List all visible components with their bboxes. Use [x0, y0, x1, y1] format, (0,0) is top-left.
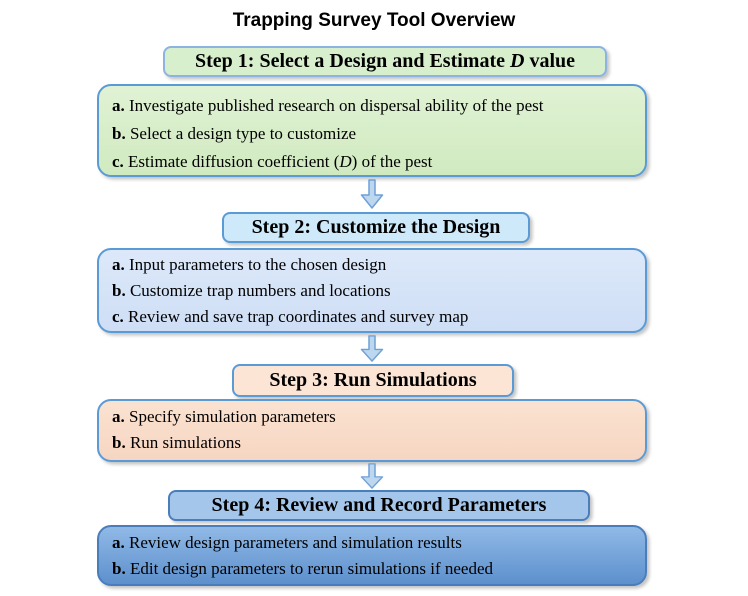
arrow-shape	[360, 335, 384, 362]
header-text-segment: Step 3: Run Simulations	[269, 369, 477, 391]
step4-body: a. Review design parameters and simulati…	[97, 525, 647, 586]
item-label: a.	[112, 255, 125, 274]
header-text-segment: Step 4: Review and Record Parameters	[211, 494, 547, 516]
item-text: Review and save trap coordinates and sur…	[123, 307, 469, 326]
step4-header-text: Step 4: Review and Record Parameters	[212, 494, 547, 517]
item-text: Investigate published research on disper…	[124, 96, 544, 115]
item-text: ) of the pest	[351, 152, 433, 171]
step3-body: a. Specify simulation parameters b. Run …	[97, 399, 647, 462]
header-text-segment: Step 1: Select a Design and Estimate	[195, 50, 510, 72]
item-text: Estimate diffusion coefficient (	[123, 152, 340, 171]
item-label: a.	[112, 96, 125, 115]
step1-header-text: Step 1: Select a Design and Estimate D v…	[195, 50, 575, 73]
item-label: c.	[112, 152, 124, 171]
arrow-shape	[360, 463, 384, 489]
item-label: a.	[112, 533, 125, 552]
step3-header-text: Step 3: Run Simulations	[269, 369, 476, 392]
item-text: Review design parameters and simulation …	[124, 533, 462, 552]
step1-header: Step 1: Select a Design and Estimate D v…	[163, 46, 607, 77]
step1-item-b: b. Select a design type to customize	[112, 120, 645, 148]
item-text: Edit design parameters to rerun simulati…	[125, 559, 494, 578]
item-label: b.	[112, 281, 126, 300]
item-text: Specify simulation parameters	[124, 407, 336, 426]
flow-arrow-icon	[360, 179, 384, 209]
header-text-italic-segment: D	[509, 50, 525, 72]
item-text: Run simulations	[125, 433, 241, 452]
item-text: Customize trap numbers and locations	[125, 281, 391, 300]
item-label: b.	[112, 559, 126, 578]
flow-arrow-icon	[360, 335, 384, 362]
item-text: Select a design type to customize	[125, 124, 357, 143]
flow-arrow-icon	[360, 463, 384, 489]
step4-item-b: b. Edit design parameters to rerun simul…	[112, 556, 645, 582]
step2-header: Step 2: Customize the Design	[222, 212, 530, 243]
item-text-italic: D	[339, 152, 352, 171]
item-label: a.	[112, 407, 125, 426]
step2-item-c: c. Review and save trap coordinates and …	[112, 304, 645, 330]
step4-header: Step 4: Review and Record Parameters	[168, 490, 590, 521]
step2-body: a. Input parameters to the chosen design…	[97, 248, 647, 333]
item-label: b.	[112, 433, 126, 452]
item-text: Input parameters to the chosen design	[124, 255, 387, 274]
step1-item-a: a. Investigate published research on dis…	[112, 92, 645, 120]
arrow-shape	[360, 179, 384, 209]
header-text-segment: Step 2: Customize the Design	[251, 216, 501, 238]
step3-item-a: a. Specify simulation parameters	[112, 404, 645, 430]
step3-item-b: b. Run simulations	[112, 430, 645, 456]
step2-header-text: Step 2: Customize the Design	[252, 216, 501, 239]
step2-item-b: b. Customize trap numbers and locations	[112, 278, 645, 304]
item-label: b.	[112, 124, 126, 143]
step2-item-a: a. Input parameters to the chosen design	[112, 252, 645, 278]
item-label: c.	[112, 307, 124, 326]
flowchart-title: Trapping Survey Tool Overview	[232, 10, 516, 31]
header-text-segment: value	[524, 50, 575, 72]
step1-item-c: c. Estimate diffusion coefficient (D) of…	[112, 148, 645, 176]
step1-body: a. Investigate published research on dis…	[97, 84, 647, 177]
step3-header: Step 3: Run Simulations	[232, 364, 514, 397]
step4-item-a: a. Review design parameters and simulati…	[112, 530, 645, 556]
